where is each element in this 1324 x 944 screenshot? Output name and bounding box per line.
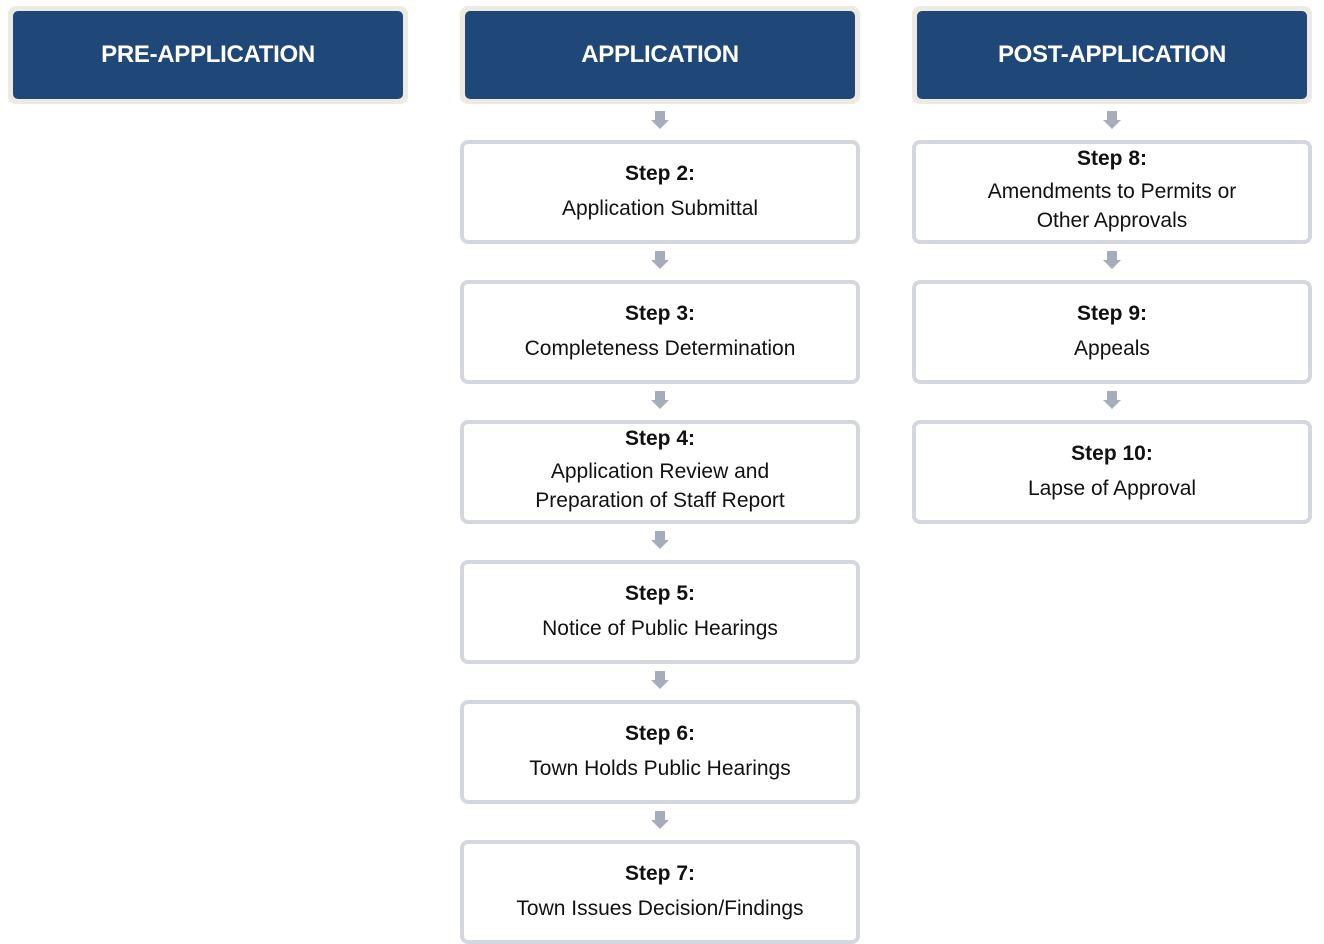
down-arrow-icon (651, 391, 669, 415)
step-7-description: Town Issues Decision/Findings (516, 896, 804, 920)
step-5-box: Step 5: Notice of Public Hearings (460, 560, 860, 664)
post-application-header-label: POST-APPLICATION (917, 11, 1307, 99)
down-arrow-icon (1103, 111, 1121, 135)
step-7-title: Step 7: (624, 861, 695, 885)
application-header: APPLICATION (460, 6, 860, 104)
step-9-title: Step 9: (1076, 301, 1147, 325)
application-header-label: APPLICATION (465, 11, 855, 99)
step-3-title: Step 3: (624, 301, 695, 325)
down-arrow-icon (651, 251, 669, 275)
step-10-title: Step 10: (1071, 441, 1153, 465)
step-4-title: Step 4: (624, 427, 695, 450)
down-arrow-icon (651, 811, 669, 835)
down-arrow-icon (651, 111, 669, 135)
step-2-title: Step 2: (624, 161, 695, 185)
step-8-box: Step 8: Amendments to Permits or Other A… (912, 140, 1312, 244)
step-6-description: Town Holds Public Hearings (529, 756, 791, 780)
down-arrow-icon (651, 671, 669, 695)
step-3-description: Completeness Determination (524, 336, 796, 360)
step-10-box: Step 10: Lapse of Approval (912, 420, 1312, 524)
step-9-description: Appeals (1074, 336, 1150, 360)
step-5-title: Step 5: (624, 581, 695, 605)
step-6-title: Step 6: (624, 721, 695, 745)
post-application-column: POST-APPLICATION Step 8: Amendments to P… (912, 6, 1312, 524)
post-application-header: POST-APPLICATION (912, 6, 1312, 104)
step-4-description: Application Review and Preparation of St… (535, 460, 785, 512)
down-arrow-icon (651, 531, 669, 555)
step-3-box: Step 3: Completeness Determination (460, 280, 860, 384)
pre-application-header-label: PRE-APPLICATION (13, 11, 403, 99)
down-arrow-icon (1103, 391, 1121, 415)
pre-application-header: PRE-APPLICATION (8, 6, 408, 104)
step-7-box: Step 7: Town Issues Decision/Findings (460, 840, 860, 944)
step-2-box: Step 2: Application Submittal (460, 140, 860, 244)
down-arrow-icon (1103, 251, 1121, 275)
step-8-title: Step 8: (1076, 147, 1147, 170)
step-2-description: Application Submittal (561, 196, 759, 220)
pre-application-column: PRE-APPLICATION (8, 6, 408, 104)
step-8-description: Amendments to Permits or Other Approvals (987, 180, 1237, 232)
step-9-box: Step 9: Appeals (912, 280, 1312, 384)
application-column: APPLICATION Step 2: Application Submitta… (460, 6, 860, 944)
step-10-description: Lapse of Approval (1027, 476, 1197, 500)
step-6-box: Step 6: Town Holds Public Hearings (460, 700, 860, 804)
step-5-description: Notice of Public Hearings (542, 616, 778, 640)
step-4-box: Step 4: Application Review and Preparati… (460, 420, 860, 524)
